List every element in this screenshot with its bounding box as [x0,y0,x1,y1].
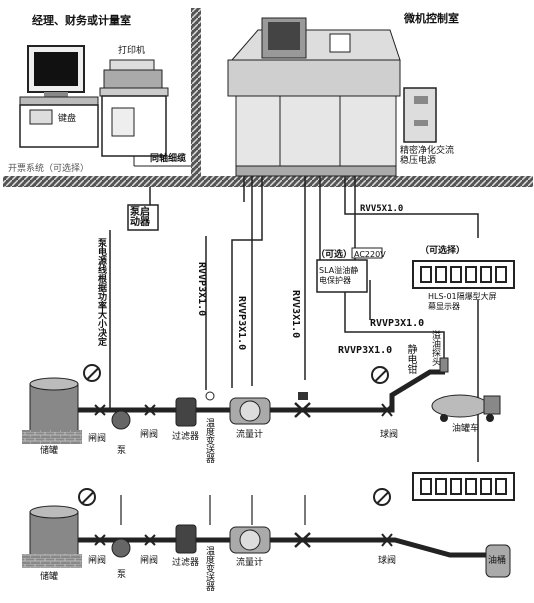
temp-label-1: 温度变送器 [204,418,214,463]
sla-box-label: SLA溢油静电保护器 [319,266,359,285]
no-fire-icon [83,364,101,382]
tanker-truck [431,394,501,422]
ac220-label: AC220V [354,250,386,259]
pump-label-2: 泵 [117,570,127,580]
valve-label-1: 闸阀 [88,434,107,444]
filter-label-1: 过滤器 [172,432,200,442]
cable-rvvp-1: RVVP3X1.0 [196,262,207,317]
large-display-lower [412,472,515,501]
optional-label-2: （可选择） [420,246,466,256]
cable-power-up: RVV5X1.0 [360,204,404,214]
flowmeter-label-1: 流量计 [236,430,264,440]
pump-label-1: 泵 [117,446,127,456]
system-optional-label: 开票系统（可选择） [8,164,90,174]
overflow-probe-label: 溢油探头 [430,330,440,366]
tank-label-2: 储罐 [40,572,59,582]
cable-rvvp-esd: RVVP3X1.0 [370,318,425,329]
flowmeter-label-2: 流量计 [236,558,264,568]
static-clamp-label: 静电钳 [405,344,416,374]
printer [99,59,169,157]
valve-label-4: 闸阀 [140,556,159,566]
ball-valve-label-2: 球阀 [378,556,397,566]
coax-label: 同轴细缆 [150,154,187,164]
printer-label: 打印机 [118,46,146,56]
no-fire-icon [373,488,391,506]
pump-cable-note: 泵电源线根据功率大小决定 [96,238,106,346]
keyboard-label: 键盘 [58,114,77,124]
wall-vertical [191,8,201,180]
valve-label-3: 闸阀 [88,556,107,566]
cable-rvvp-2: RVVP3X1.0 [236,296,247,351]
control-cabinet [227,17,401,177]
tanker-label: 油罐车 [452,424,480,434]
filter-label-2: 过滤器 [172,558,200,568]
large-display-upper [412,260,515,289]
cable-rvv: RVV3X1.0 [290,290,301,339]
temp-label-2: 温度变送器 [204,546,214,591]
lower-pipeline [22,495,511,578]
ball-valve-label-1: 球阀 [380,430,399,440]
valve-label-2: 闸阀 [140,430,159,440]
ups-label: 精密净化交流稳压电源 [400,146,455,166]
drum-label: 油桶 [488,556,507,566]
office-computer [19,45,99,148]
upper-pipeline [22,357,501,444]
oil-drum [485,544,511,578]
wall-horizontal [3,176,533,187]
pump-starter-box [127,204,159,231]
display-caption: HLS-01隔爆型大屏幕显示器 [428,292,497,311]
no-fire-icon [371,366,389,384]
no-fire-icon [78,488,96,506]
cable-esd-lower: RVVP3X1.0 [338,345,393,356]
optional-label-1: （可选） [316,250,353,260]
office-title: 经理、财务或计量室 [32,14,131,27]
ups-unit [403,87,437,143]
tank-label-1: 储罐 [40,446,59,456]
pump-starter-label: 泵启动器 [130,207,150,228]
control-room-title: 微机控制室 [404,12,459,25]
